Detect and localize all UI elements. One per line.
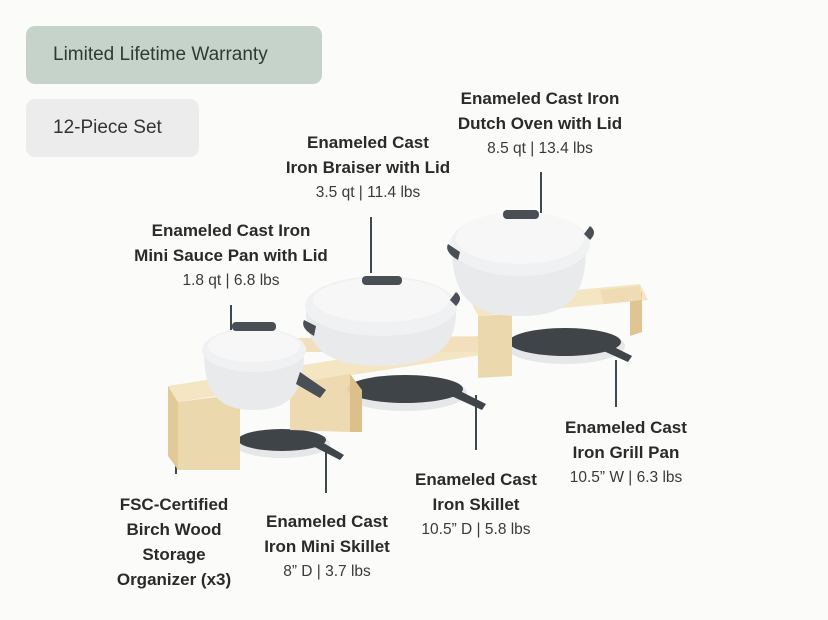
label-mini-sauce-pan: Enameled Cast Iron Mini Sauce Pan with L… xyxy=(120,218,342,293)
mini-sauce-pan-title: Enameled Cast Iron Mini Sauce Pan with L… xyxy=(134,221,328,265)
skillet xyxy=(343,375,486,411)
dutch-oven-title: Enameled Cast Iron Dutch Oven with Lid xyxy=(457,89,623,133)
skillet-title: Enameled Cast Iron Skillet xyxy=(415,470,537,514)
mini-skillet-title: Enameled Cast Iron Mini Skillet xyxy=(264,512,390,556)
mini-sauce-pan xyxy=(202,322,326,410)
storage-organizer-title: FSC-Certified Birch Wood Storage Organiz… xyxy=(116,495,232,589)
set-size-badge-label: 12-Piece Set xyxy=(53,117,162,138)
grill-pan-title: Enameled Cast Iron Grill Pan xyxy=(565,418,687,462)
mini-skillet-spec: 8” D | 3.7 lbs xyxy=(283,563,371,580)
label-storage-organizer: FSC-Certified Birch Wood Storage Organiz… xyxy=(95,492,253,592)
label-grill-pan: Enameled Cast Iron Grill Pan 10.5” W | 6… xyxy=(540,415,712,490)
braiser xyxy=(303,276,460,366)
grill-pan-spec: 10.5” W | 6.3 lbs xyxy=(569,469,683,486)
label-skillet: Enameled Cast Iron Skillet 10.5” D | 5.8… xyxy=(396,467,556,542)
skillet-spec: 10.5” D | 5.8 lbs xyxy=(421,521,531,538)
dutch-oven xyxy=(447,210,594,316)
mini-sauce-pan-spec: 1.8 qt | 6.8 lbs xyxy=(182,272,280,289)
label-dutch-oven: Enameled Cast Iron Dutch Oven with Lid 8… xyxy=(440,86,640,161)
braiser-title: Enameled Cast Iron Braiser with Lid xyxy=(285,133,451,177)
set-size-badge: 12-Piece Set xyxy=(26,99,199,157)
grill-pan xyxy=(505,328,632,364)
label-braiser: Enameled Cast Iron Braiser with Lid 3.5 … xyxy=(268,130,468,205)
warranty-badge: Limited Lifetime Warranty xyxy=(26,26,322,84)
warranty-badge-label: Limited Lifetime Warranty xyxy=(53,44,268,65)
mini-skillet xyxy=(234,429,344,460)
braiser-spec: 3.5 qt | 11.4 lbs xyxy=(315,184,421,201)
dutch-oven-spec: 8.5 qt | 13.4 lbs xyxy=(487,140,593,157)
label-mini-skillet: Enameled Cast Iron Mini Skillet 8” D | 3… xyxy=(253,509,401,584)
